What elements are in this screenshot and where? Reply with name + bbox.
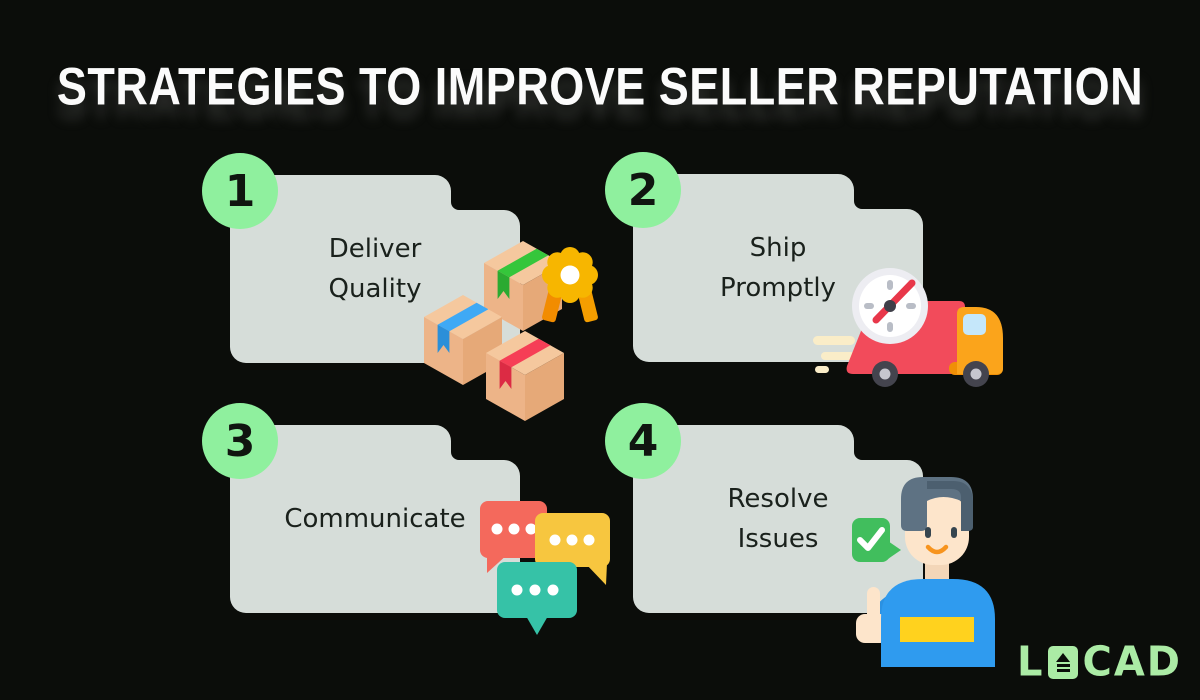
chat-bubbles-icon	[475, 495, 675, 640]
card-deliver-quality: 1 Deliver Quality	[202, 153, 598, 421]
card-background-shape	[633, 425, 923, 613]
logo-letter-l: L	[1016, 638, 1045, 686]
card-label: Ship Promptly	[720, 232, 836, 303]
card-label: Communicate	[284, 503, 466, 534]
step-number: 1	[224, 165, 256, 217]
step-number: 3	[224, 415, 256, 467]
card-communicate: 3 Communicate	[202, 403, 610, 635]
locad-logo: L CAD	[1016, 638, 1182, 686]
step-number: 4	[627, 415, 659, 467]
arrow-up-icon	[1056, 652, 1071, 662]
step-number-badge: 4	[605, 403, 681, 479]
person-thumbs-up-icon	[843, 467, 1008, 667]
step-number-badge: 3	[202, 403, 278, 479]
card-background-shape	[633, 174, 923, 362]
logo-letters-cad: CAD	[1082, 638, 1182, 686]
card-resolve-issues: 4 Resolve Issues	[605, 403, 995, 667]
step-number-badge: 1	[202, 153, 278, 229]
step-number: 2	[627, 164, 659, 216]
packages-award-icon	[422, 233, 612, 423]
card-label: Resolve Issues	[727, 483, 829, 554]
card-ship-promptly: 2 Ship Promptly	[605, 152, 1003, 387]
delivery-truck-clock-icon	[813, 256, 1003, 391]
card-background-shape	[230, 425, 520, 613]
page-title: STRATEGIES TO IMPROVE SELLER REPUTATION	[56, 56, 1144, 117]
step-number-badge: 2	[605, 152, 681, 228]
card-label: Deliver Quality	[328, 233, 422, 304]
locad-box-arrow-icon	[1048, 645, 1079, 679]
